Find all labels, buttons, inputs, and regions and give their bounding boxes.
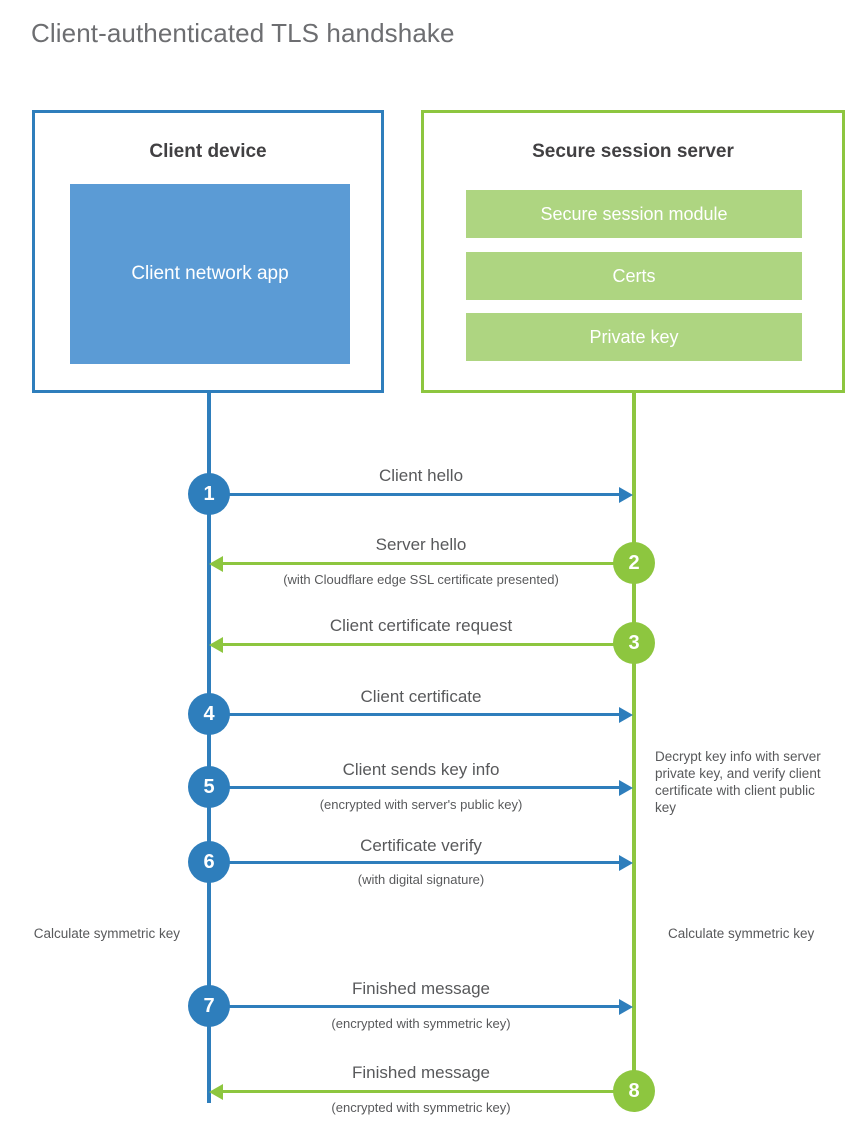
step-1-arrow-head [619,487,633,503]
step-3-label: Client certificate request [329,616,513,635]
step-7-arrow-line [209,1005,629,1008]
client-lifeline [207,393,211,1103]
step-8-arrow-line [214,1090,634,1093]
step-5-label: Client sends key info [342,760,500,779]
certs-block: Certs [466,252,802,300]
step-1-circle[interactable]: 1 [188,473,230,515]
step-8-label: Finished message [352,1063,490,1082]
step-3-arrow-line [214,643,634,646]
secure-session-server-box: Secure session server Secure session mod… [421,110,845,393]
step-8-arrow-head [209,1084,223,1100]
note-decrypt-key-info: Decrypt key info with server private key… [655,749,821,815]
step-1-arrow-line [209,493,629,496]
step-1-label: Client hello [378,466,464,485]
step-7-sublabel: (encrypted with symmetric key) [331,1016,511,1031]
client-network-app-block: Client network app [70,184,350,364]
step-5-arrow-head [619,780,633,796]
step-4-label: Client certificate [360,687,482,706]
step-2-label: Server hello [375,535,467,554]
step-2-circle[interactable]: 2 [613,542,655,584]
step-3-circle[interactable]: 3 [613,622,655,664]
step-6-label: Certificate verify [360,836,482,855]
step-8-circle[interactable]: 8 [613,1070,655,1112]
step-8-sublabel: (encrypted with symmetric key) [331,1100,511,1115]
step-6-arrow-head [619,855,633,871]
step-2-sublabel: (with Cloudflare edge SSL certificate pr… [283,572,559,587]
step-5-arrow-line [209,786,629,789]
step-6-sublabel: (with digital signature) [357,872,485,887]
note-calculate-symmetric-key-client: Calculate symmetric key [33,926,180,941]
step-7-arrow-head [619,999,633,1015]
client-device-box: Client device Client network app [32,110,384,393]
step-7-label: Finished message [352,979,490,998]
step-5-sublabel: (encrypted with server's public key) [319,797,523,812]
page-title: Client-authenticated TLS handshake [31,18,455,48]
step-2-arrow-line [214,562,634,565]
step-7-circle[interactable]: 7 [188,985,230,1027]
step-4-arrow-head [619,707,633,723]
step-6-circle[interactable]: 6 [188,841,230,883]
step-3-arrow-head [209,637,223,653]
step-4-arrow-line [209,713,629,716]
step-2-arrow-head [209,556,223,572]
step-5-circle[interactable]: 5 [188,766,230,808]
client-device-title: Client device [149,141,267,162]
secure-session-server-title: Secure session server [532,141,734,162]
private-key-block: Private key [466,313,802,361]
server-lifeline [632,393,636,1093]
step-6-arrow-line [209,861,629,864]
note-calculate-symmetric-key-server: Calculate symmetric key [668,926,815,941]
step-4-circle[interactable]: 4 [188,693,230,735]
secure-session-module-block: Secure session module [466,190,802,238]
